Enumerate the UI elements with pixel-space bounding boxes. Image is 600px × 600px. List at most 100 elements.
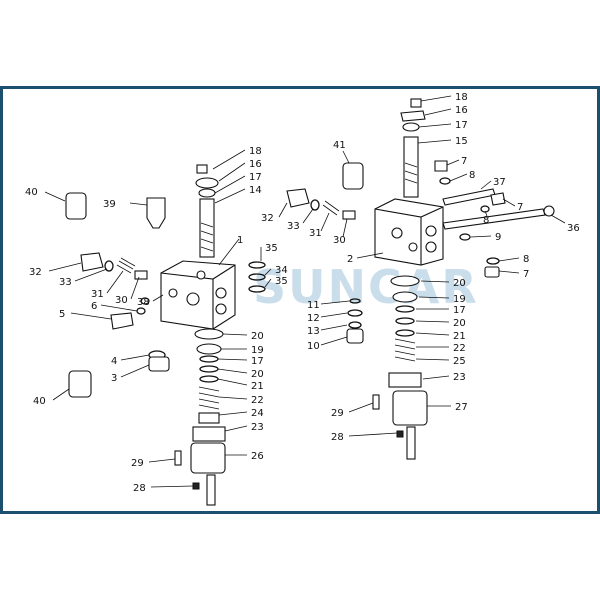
callout-right-10: 10 [307, 341, 320, 352]
callout-left-14: 14 [249, 185, 262, 196]
part-27-connector [406, 426, 416, 460]
part-8-ring-c [486, 257, 500, 265]
part-7-plug-b [490, 192, 506, 206]
callout-right-29: 29 [331, 408, 344, 419]
callout-left-24: 24 [251, 408, 264, 419]
right-port-4 [391, 227, 403, 239]
callout-right-8-a: 8 [469, 170, 475, 181]
part-34-seal [248, 273, 266, 281]
callout-left-17-top: 17 [249, 172, 262, 183]
part-18-screw [196, 164, 208, 174]
part-30-pin [134, 270, 148, 280]
part-7-plug [434, 160, 448, 172]
callout-right-7-b: 7 [517, 202, 523, 213]
part-13-ring [348, 321, 362, 329]
part-35-seal [248, 261, 266, 269]
part-35-seal-b [248, 285, 266, 293]
callout-right-36: 36 [567, 223, 580, 234]
callout-left-23: 23 [251, 422, 264, 433]
callout-left-31: 31 [91, 289, 104, 300]
callout-right-7-c: 7 [523, 269, 529, 280]
part-23-collar [192, 426, 226, 442]
part-37-bolt [442, 188, 496, 206]
right-assembly [286, 98, 555, 460]
part-32-plug-r [286, 188, 310, 208]
callout-left-6: 6 [91, 301, 97, 312]
part-40-solenoid-bottom [68, 370, 92, 398]
callout-right-17-top: 17 [455, 120, 468, 131]
part-20-ring-b [199, 365, 219, 373]
part-38-ring [140, 297, 150, 305]
callout-right-21: 21 [453, 331, 466, 342]
callout-left-30: 30 [115, 295, 128, 306]
left-assembly [65, 164, 266, 506]
left-port-5 [168, 288, 178, 298]
callout-right-8-c: 8 [523, 254, 529, 265]
callout-right-27: 27 [455, 402, 468, 413]
part-30-pin-r [342, 210, 356, 220]
diagram-frame: SUNCAR [0, 86, 600, 514]
part-32-plug [80, 252, 104, 272]
part-41-solenoid [342, 162, 364, 190]
part-14-stem [199, 198, 215, 258]
part-20-ring-r2 [395, 317, 415, 325]
callout-right-2: 2 [347, 254, 353, 265]
right-port-2 [425, 241, 437, 253]
callout-right-31: 31 [309, 228, 322, 239]
callout-left-3: 3 [111, 373, 117, 384]
callout-left-17-b: 17 [251, 356, 264, 367]
part-31-spring [116, 257, 136, 274]
callout-left-33: 33 [59, 277, 72, 288]
callout-left-22: 22 [251, 395, 264, 406]
callout-left-16: 16 [249, 159, 262, 170]
callout-left-32: 32 [29, 267, 42, 278]
callout-left-20-b: 20 [251, 369, 264, 380]
callout-right-25: 25 [453, 356, 466, 367]
callout-right-23: 23 [453, 372, 466, 383]
callout-right-7-a: 7 [461, 156, 467, 167]
part-22-spring [198, 386, 220, 410]
callout-right-18: 18 [455, 92, 468, 103]
left-port-2 [215, 287, 227, 299]
left-callouts: 40 39 32 33 31 30 38 6 5 4 3 40 18 16 17… [25, 146, 288, 494]
part-17-ring-r [402, 122, 420, 132]
callout-right-19: 19 [453, 294, 466, 305]
part-9-ring [459, 233, 471, 241]
part-18-screw-r [410, 98, 422, 108]
part-11-ring [349, 298, 361, 304]
exploded-parts-diagram: SUNCAR [25, 92, 580, 506]
left-port-1 [186, 292, 200, 306]
part-40-solenoid-top [65, 192, 87, 220]
part-19-seat-r [392, 291, 418, 303]
callout-left-19: 19 [251, 345, 264, 356]
callout-left-1: 1 [237, 235, 243, 246]
part-14-spring [200, 222, 214, 252]
callout-right-8-b: 8 [483, 215, 489, 226]
part-36-head [543, 205, 555, 217]
part-36-bolt [442, 208, 546, 230]
part-29-bolt-r [372, 394, 380, 410]
part-24-piston [198, 412, 220, 424]
left-port-4 [196, 270, 206, 280]
leader-lines [44, 95, 566, 488]
callout-right-30: 30 [333, 235, 346, 246]
callout-left-35-bottom: 35 [275, 276, 288, 287]
callout-left-21: 21 [251, 381, 264, 392]
callout-left-34: 34 [275, 265, 288, 276]
callout-left-28: 28 [133, 483, 146, 494]
part-33-oring [104, 260, 114, 272]
part-28-nut-r [396, 430, 404, 438]
part-17-ring-r2 [395, 305, 415, 313]
right-port-3 [408, 242, 418, 252]
part-23-collar-r [388, 372, 422, 388]
part-21-ring-r [395, 329, 415, 337]
part-10-plug [346, 328, 364, 344]
part-7-cap [484, 266, 500, 278]
callout-left-39: 39 [103, 199, 116, 210]
callout-left-26: 26 [251, 451, 264, 462]
callout-left-38: 38 [137, 297, 150, 308]
part-31-spring-r [322, 200, 340, 216]
callout-left-40-bottom: 40 [33, 396, 46, 407]
part-22-spring-r [394, 338, 416, 362]
part-26-connector [206, 474, 216, 506]
